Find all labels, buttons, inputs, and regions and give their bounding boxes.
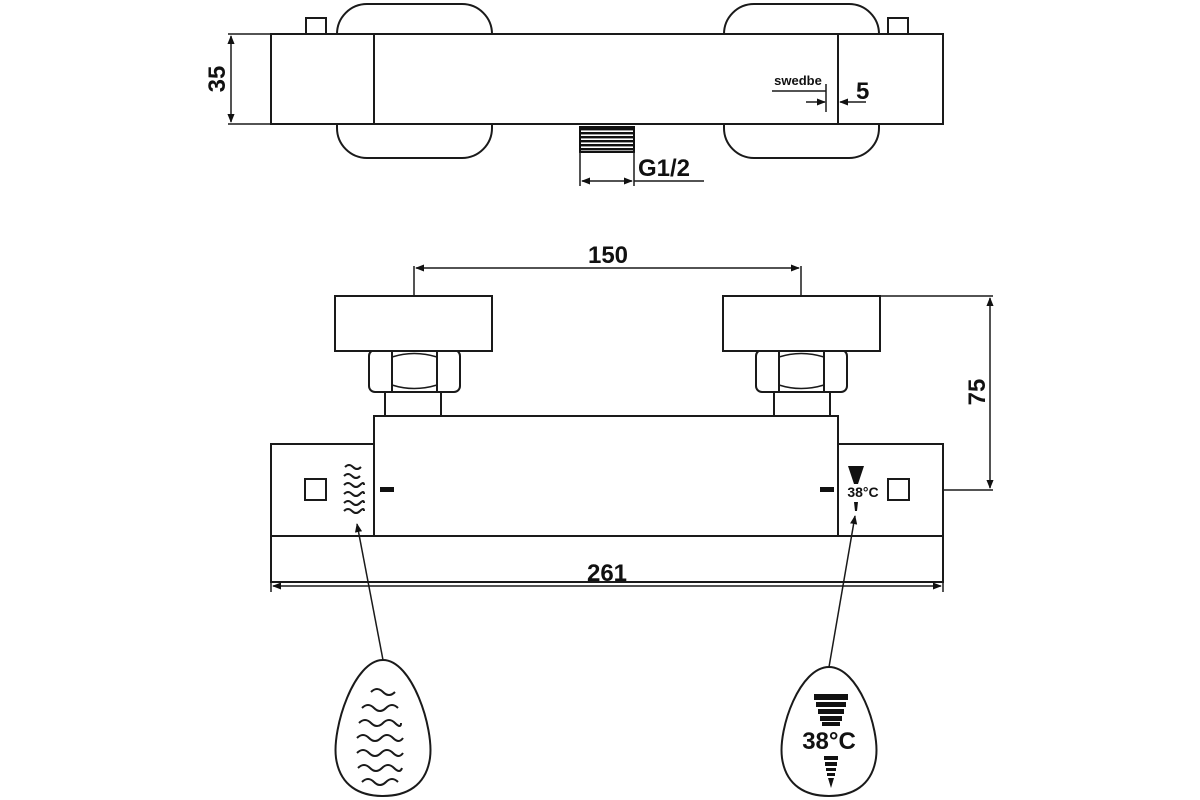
right-callout-leader <box>828 515 858 668</box>
left-hex-nut <box>368 349 461 393</box>
right-callout-bubble <box>780 665 878 798</box>
left-callout <box>334 523 432 798</box>
center-body <box>373 415 839 537</box>
right-knob-square <box>887 478 910 501</box>
top-view: 35 swedbe 5 G1/2 <box>204 3 944 186</box>
front-view: 38°C 150 75 261 <box>270 242 994 592</box>
dim-261-label: 261 <box>587 560 627 587</box>
left-callout-bubble <box>334 658 432 798</box>
water-flow-small-icon <box>343 464 365 514</box>
water-flow-icon <box>356 688 404 786</box>
top-body <box>270 33 944 125</box>
left-pin <box>305 17 327 35</box>
temperature-wedge-icon <box>814 694 848 788</box>
left-indicator-mark <box>380 487 394 492</box>
left-callout-leader <box>354 523 384 661</box>
left-inlet-cap <box>334 295 493 352</box>
dim-150-label: 150 <box>588 242 628 269</box>
bottom-body <box>270 535 944 583</box>
dim-5-label: 5 <box>856 78 869 105</box>
thread-label: G1/2 <box>638 155 690 182</box>
temperature-small-icon <box>848 466 864 511</box>
right-hex-nut <box>755 349 848 393</box>
brand-label: swedbe <box>774 73 822 88</box>
callout-temp-label: 38°C <box>802 728 856 755</box>
outlet-thread <box>579 126 635 153</box>
right-inlet-cap <box>722 295 881 352</box>
right-pin <box>887 17 909 35</box>
right-callout: 38°C <box>780 515 878 798</box>
dim-75-label: 75 <box>964 379 991 406</box>
right-indicator-mark <box>820 487 834 492</box>
left-knob-square <box>304 478 327 501</box>
dim-35-label: 35 <box>204 66 231 93</box>
front-temp-label: 38°C <box>847 484 878 500</box>
